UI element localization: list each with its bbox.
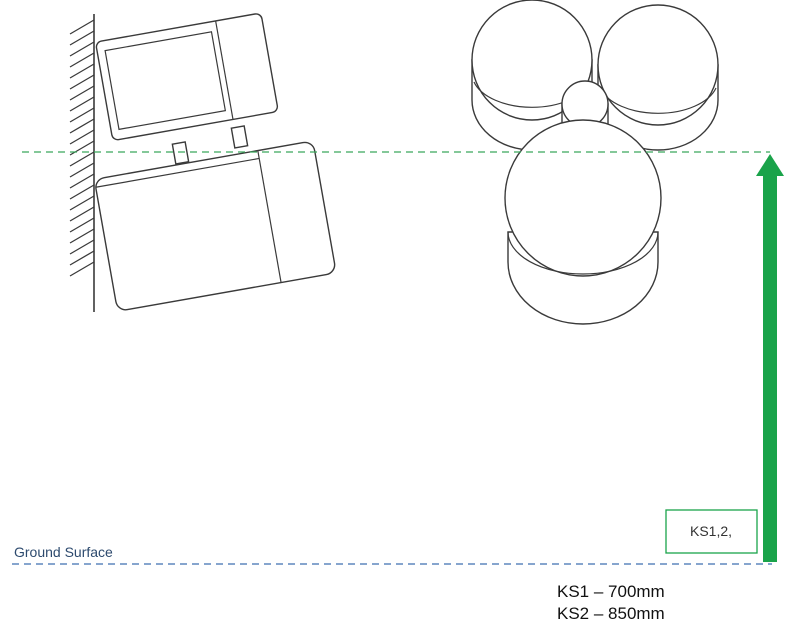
- round-bins: [471, 0, 719, 325]
- hatch-stroke: [69, 140, 95, 156]
- hatch-stroke: [69, 206, 95, 222]
- spec-ks1: KS1 – 700mm: [557, 582, 665, 601]
- hatch-stroke: [69, 85, 95, 101]
- ks-label-box: [665, 509, 758, 554]
- lower-bin-body: [95, 141, 336, 311]
- hatch-stroke: [69, 96, 95, 112]
- upper-bin-lid-edge: [215, 20, 234, 120]
- height-arrow-head: [756, 154, 784, 176]
- height-arrow: [756, 154, 784, 562]
- lower-bin-lid-edge: [257, 150, 282, 283]
- hinge-clip-right: [230, 125, 249, 149]
- ground-surface-label: Ground Surface: [14, 544, 113, 560]
- round-bin-top-right: [597, 4, 719, 151]
- wall-bin-upper: [95, 13, 279, 141]
- hatch-stroke: [69, 63, 95, 79]
- hatch-stroke: [69, 162, 95, 178]
- ks-label-text: KS1,2,: [690, 523, 732, 539]
- upper-bin-inner: [104, 31, 227, 131]
- hatch-stroke: [69, 261, 95, 277]
- height-arrow-shaft: [763, 174, 777, 562]
- hatch-stroke: [69, 239, 95, 255]
- hatch-stroke: [69, 107, 95, 123]
- spec-ks2: KS2 – 850mm: [557, 604, 665, 623]
- hatch-stroke: [69, 195, 95, 211]
- hatch-stroke: [69, 52, 95, 68]
- hatch-stroke: [69, 129, 95, 145]
- hatch-stroke: [69, 217, 95, 233]
- wall-hatching: [69, 19, 95, 277]
- wall: [69, 14, 95, 312]
- hatch-stroke: [69, 74, 95, 90]
- hatch-stroke: [69, 19, 95, 35]
- hatch-stroke: [69, 151, 95, 167]
- hatch-stroke: [69, 30, 95, 46]
- hatch-stroke: [69, 228, 95, 244]
- hatch-stroke: [69, 118, 95, 134]
- round-bin-large: [504, 119, 662, 325]
- upper-bin-body: [95, 13, 279, 141]
- hinge-clip-left: [171, 141, 190, 165]
- hatch-stroke: [69, 41, 95, 57]
- hatch-stroke: [69, 173, 95, 189]
- hatch-stroke: [69, 184, 95, 200]
- wall-bin-lower: [95, 141, 336, 311]
- lower-bin-top-edge: [95, 157, 260, 188]
- hatch-stroke: [69, 250, 95, 266]
